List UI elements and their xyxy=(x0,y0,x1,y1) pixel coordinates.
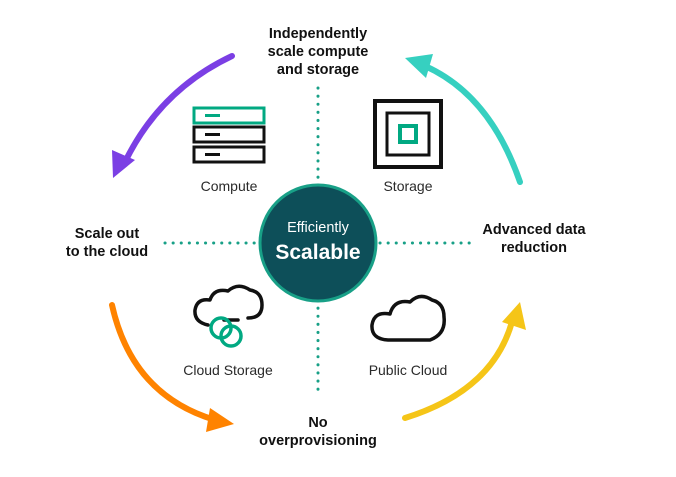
benefit-bottom-line2: overprovisioning xyxy=(259,433,377,449)
benefit-bottom: No overprovisioning xyxy=(243,414,393,450)
cycle-arrows xyxy=(109,53,526,432)
arrow-teal-head xyxy=(405,54,433,78)
arrow-orange xyxy=(109,302,218,423)
center-badge xyxy=(258,183,378,303)
center-title-line1: Efficiently xyxy=(287,220,349,236)
arrow-yellow-head xyxy=(502,302,526,330)
public-cloud-label: Public Cloud xyxy=(368,362,448,378)
benefit-top-line1: Independently xyxy=(268,26,368,42)
storage-label: Storage xyxy=(383,178,433,194)
arrow-orange-head xyxy=(206,408,234,432)
arrow-teal xyxy=(422,63,523,185)
benefit-left-line1: Scale out xyxy=(74,226,140,242)
server-stack-icon xyxy=(192,106,266,164)
arrow-purple xyxy=(122,53,235,165)
benefit-top: Independently scale compute and storage xyxy=(243,25,393,79)
cloud-storage-label: Cloud Storage xyxy=(183,362,273,378)
benefit-right: Advanced data reduction xyxy=(474,221,594,257)
benefit-top-line3: and storage xyxy=(276,62,360,78)
arrow-yellow xyxy=(402,315,516,421)
center-title-line2: Scalable xyxy=(275,241,361,264)
benefit-left-line2: to the cloud xyxy=(65,244,149,260)
center-ring xyxy=(258,183,378,303)
public-cloud-icon xyxy=(370,294,446,342)
dotted-axes xyxy=(163,86,472,397)
compute-label: Compute xyxy=(200,178,258,194)
benefit-right-line2: reduction xyxy=(500,240,568,256)
arrow-purple-head xyxy=(112,150,135,178)
benefit-top-line2: scale compute xyxy=(267,44,369,60)
cloud-storage-icon xyxy=(193,284,264,348)
benefit-right-line1: Advanced data xyxy=(482,222,586,238)
benefit-left: Scale out to the cloud xyxy=(52,225,162,261)
storage-square-icon xyxy=(373,99,443,169)
benefit-bottom-line1: No xyxy=(308,415,328,431)
